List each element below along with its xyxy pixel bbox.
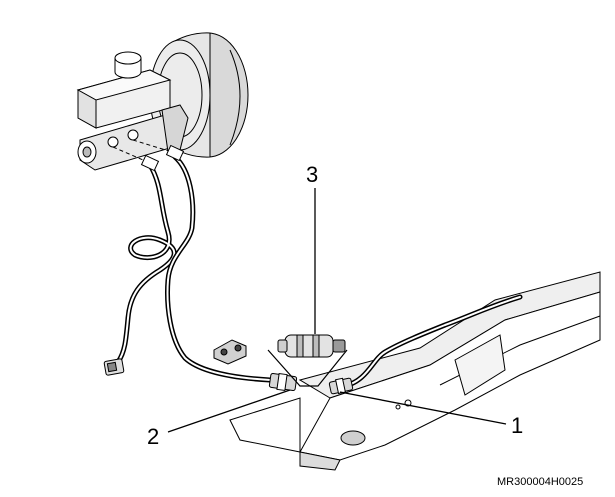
outlet-port — [127, 129, 139, 141]
callout-label-2: 2 — [147, 424, 160, 449]
master-cylinder — [76, 51, 189, 171]
frame-rail-gusset — [454, 334, 506, 396]
brake-pipe-right — [165, 154, 295, 386]
reservoir-front — [77, 89, 97, 129]
flare-nut — [140, 154, 160, 172]
leader-lines — [167, 188, 507, 433]
frame-rail — [229, 271, 601, 471]
cylinder-end-bore — [82, 146, 92, 158]
front-pipe-fitting — [268, 372, 298, 392]
pipe-bracket — [213, 339, 247, 365]
frame-rail-front-lip — [299, 451, 341, 471]
leader-line-1 — [339, 391, 507, 425]
flare-nut — [165, 144, 185, 162]
valve-band — [312, 334, 320, 358]
valve-band — [296, 334, 304, 358]
booster-rim — [229, 49, 241, 146]
leader-line-2 — [167, 389, 291, 433]
callout-label-3: 3 — [306, 162, 319, 187]
sensor-connector — [103, 358, 125, 376]
mounting-flange — [161, 104, 189, 153]
valve-end — [332, 339, 346, 353]
reservoir-cap-top — [114, 51, 142, 65]
brake-pipe-rear — [342, 294, 523, 389]
frame-bolt — [395, 404, 401, 410]
callout-label-1: 1 — [511, 413, 524, 438]
valve-body — [284, 334, 334, 358]
inline-valve — [267, 334, 348, 387]
valve-bracket — [267, 349, 348, 387]
valve-end — [277, 339, 288, 353]
frame-rail-lower-edge — [229, 397, 301, 453]
reference-code: MR300004H0025 — [497, 476, 584, 488]
brake-pipe-left — [115, 162, 177, 365]
frame-rail-hole — [340, 430, 366, 446]
brake-pipes — [115, 154, 523, 389]
outlet-port — [107, 136, 119, 148]
pipe-fittings-upper — [140, 144, 185, 172]
rear-pipe-fitting — [328, 377, 354, 395]
